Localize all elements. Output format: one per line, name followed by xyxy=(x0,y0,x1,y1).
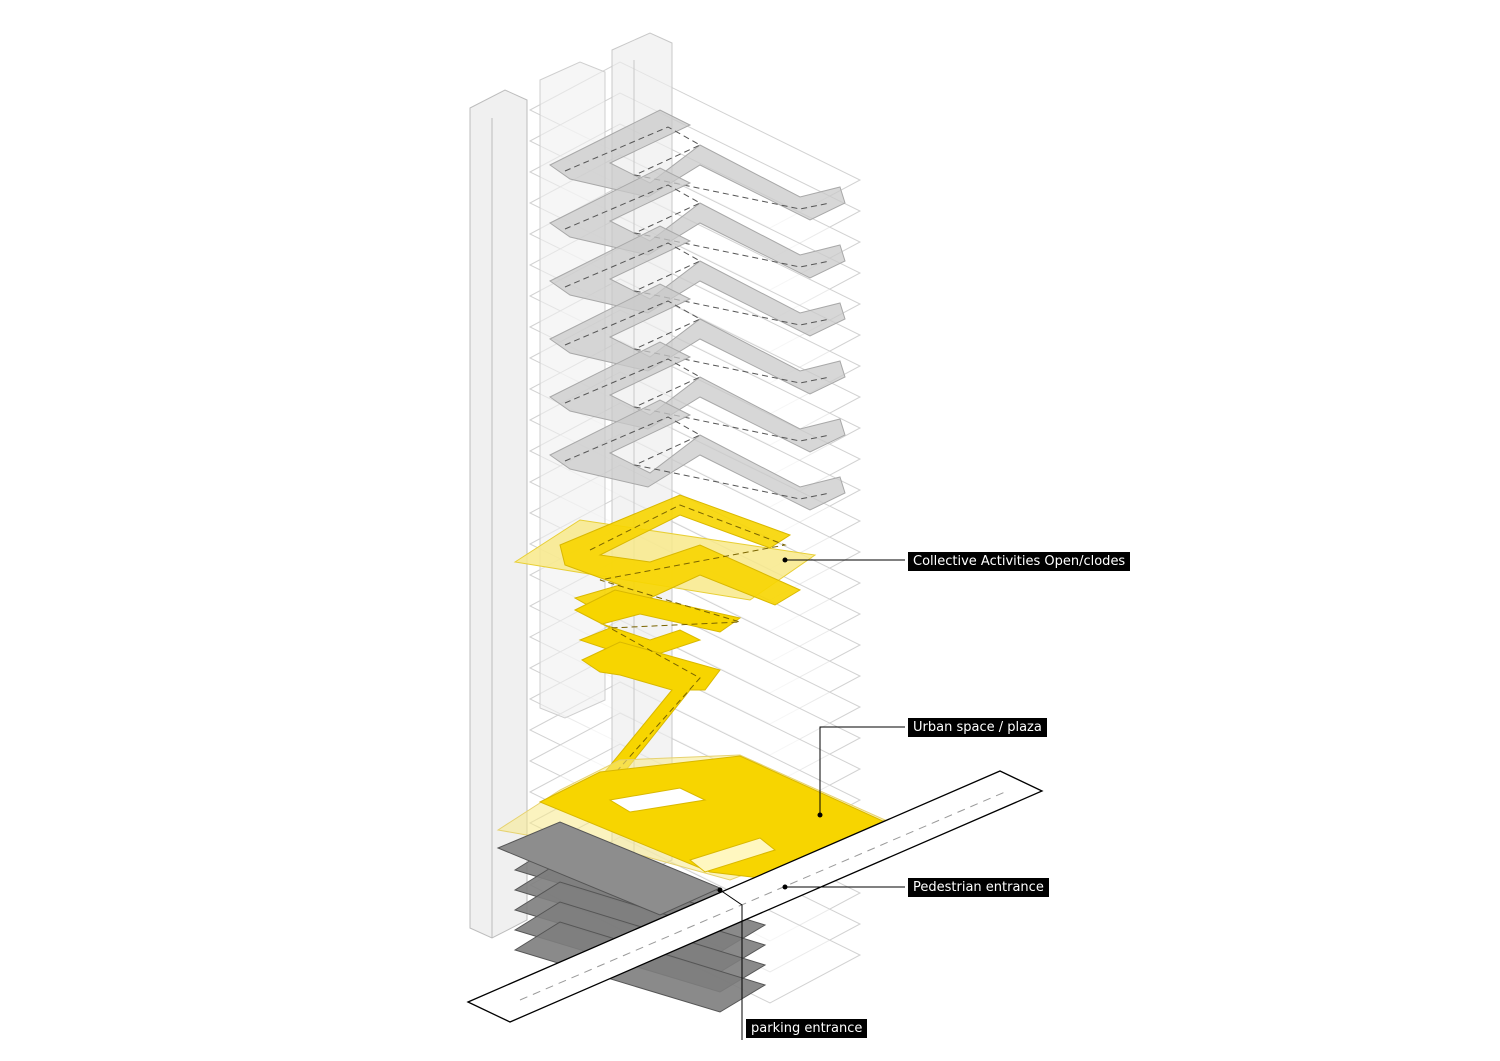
collective-path-mid xyxy=(573,589,742,661)
urban-space-label: Urban space / plaza xyxy=(908,718,1047,737)
plaza-void xyxy=(608,787,707,813)
grey-path-route-5 xyxy=(564,416,831,500)
circulation-paths-upper xyxy=(549,109,846,511)
leader-collective-dot xyxy=(782,557,788,563)
leader-urban-dot xyxy=(817,812,823,818)
leader-urban xyxy=(819,726,905,815)
grey-path-route-4 xyxy=(564,358,831,442)
urban-plaza xyxy=(496,754,887,881)
core-left xyxy=(469,89,528,939)
grey-path-route-3 xyxy=(564,300,831,384)
parking-level-4 xyxy=(513,921,767,1013)
grey-path-route-1 xyxy=(564,184,831,268)
collective-path-upper xyxy=(559,494,802,613)
street-centerline xyxy=(519,791,1006,1001)
leader-parking xyxy=(719,889,743,1040)
collective-activities-label: Collective Activities Open/clodes xyxy=(908,552,1131,571)
leader-parking-dot xyxy=(717,887,723,893)
street-strip xyxy=(466,770,1044,1023)
collective-route xyxy=(589,504,787,791)
grey-path-route-0 xyxy=(564,126,831,210)
core-right xyxy=(611,32,673,879)
plaza-entrance-zone xyxy=(688,837,777,873)
leader-pedestrian-dot xyxy=(782,884,788,890)
pedestrian-entrance-label: Pedestrian entrance xyxy=(908,878,1049,897)
street-outline xyxy=(466,770,1044,1023)
collective-activity-zone xyxy=(513,494,817,791)
grey-path-route-2 xyxy=(564,242,831,326)
callout-leader-lines xyxy=(717,557,905,1040)
parking-entrance-label: parking entrance xyxy=(746,1019,868,1038)
